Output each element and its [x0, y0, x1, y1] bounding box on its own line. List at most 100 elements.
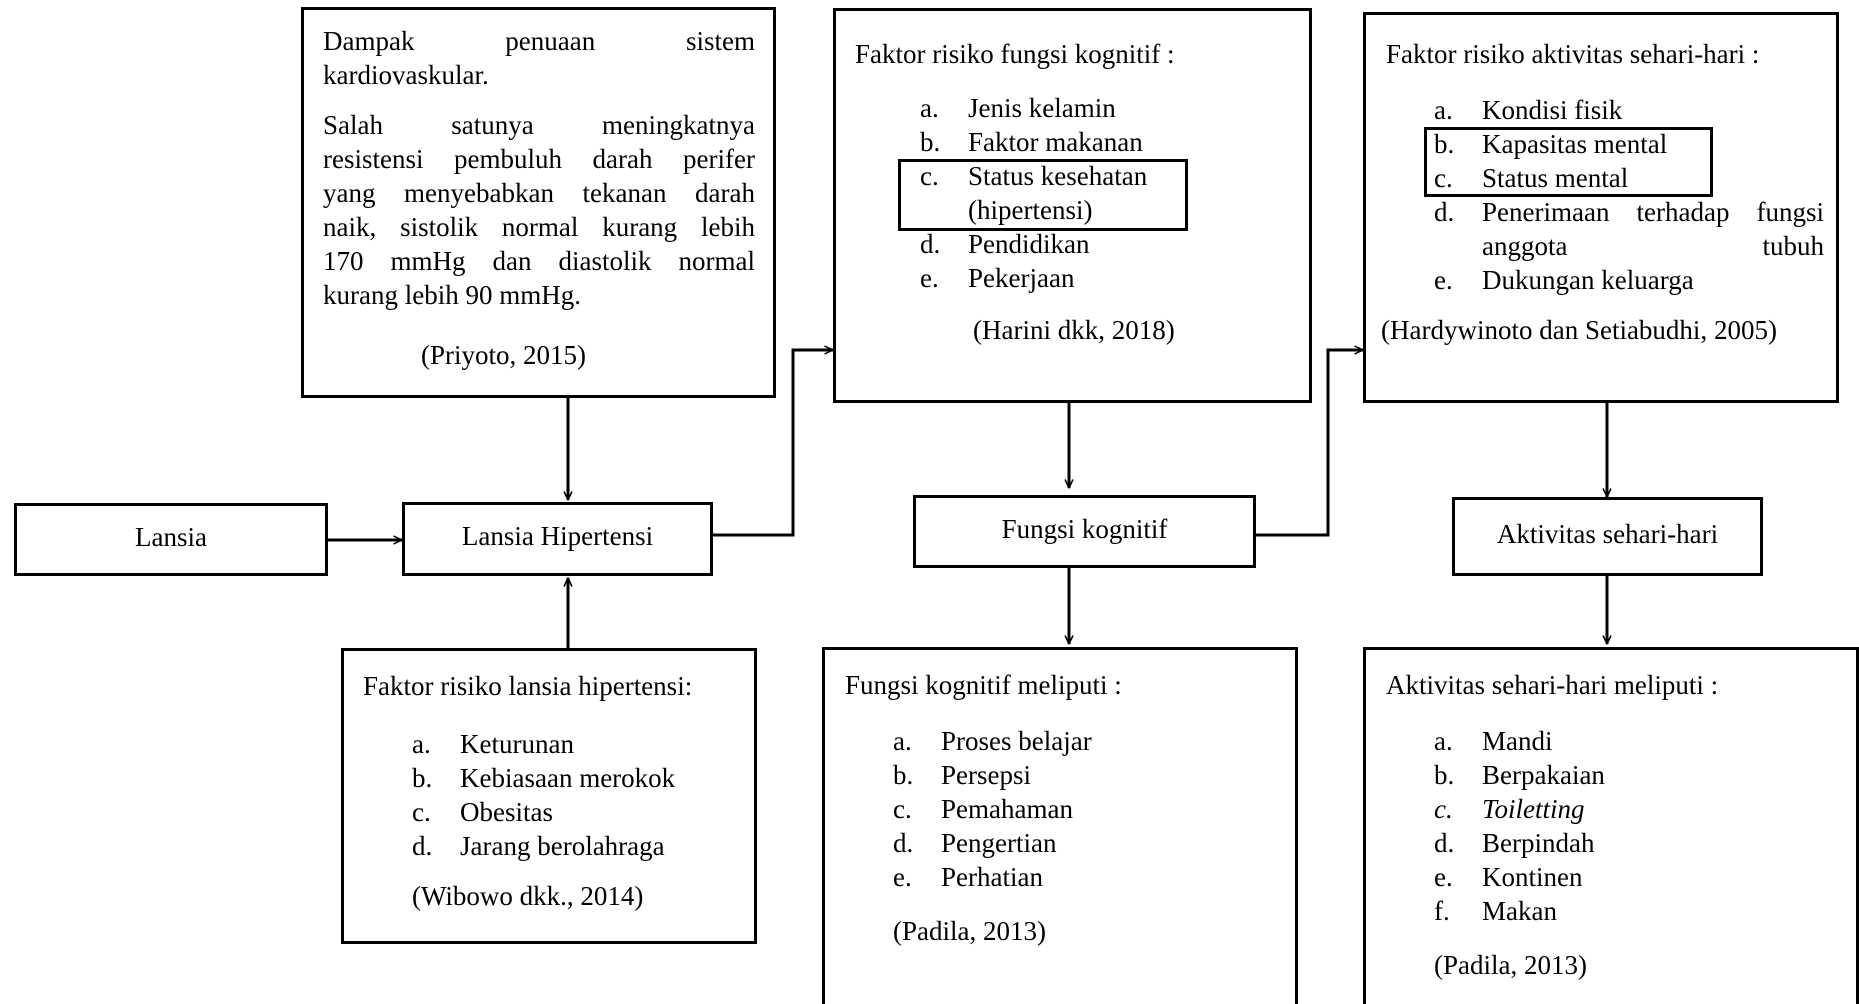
dampak-line-1: Dampak penuaan sistem [323, 24, 755, 58]
list-item: e. Pekerjaan [920, 261, 1210, 295]
dampak-word: tekanan [582, 178, 667, 208]
lansia-label: Lansia [135, 521, 207, 552]
list-item: b. Persepsi [893, 758, 1295, 792]
dampak-word: meningkatnya [602, 110, 755, 140]
aktivitas-meliputi-citation: (Padila, 2013) [1434, 950, 1587, 980]
list-text: Dukungan keluarga [1482, 265, 1694, 295]
dampak-word: pembuluh [454, 144, 563, 174]
list-item: d. Penerimaan terhadap fungsi anggota tub… [1434, 195, 1824, 263]
faktor-aktivitas-list: a.Kondisi fisik b.Kapasitas mental c.Sta… [1386, 93, 1824, 297]
faktor-kognitif-box: Faktor risiko fungsi kognitif : a.Jenis … [833, 8, 1312, 403]
list-marker: e. [893, 862, 912, 892]
list-text: Pekerjaan [968, 263, 1075, 293]
list-marker: a. [1434, 726, 1453, 756]
list-item: b.Kapasitas mental [1434, 127, 1824, 161]
dampak-penuaan-box: Dampak penuaan sistem kardiovaskular. Sa… [301, 7, 776, 398]
faktor-kognitif-citation: (Harini dkk, 2018) [973, 315, 1175, 345]
fungsi-kognitif-box: Fungsi kognitif [913, 495, 1256, 568]
list-marker: d. [1434, 197, 1455, 227]
list-item: d. Berpindah [1434, 826, 1856, 860]
list-text: Kondisi fisik [1482, 95, 1623, 125]
list-marker: b. [1434, 129, 1455, 159]
faktor-hipertensi-box: Faktor risiko lansia hipertensi: a.Ketur… [341, 648, 757, 944]
list-item: f. Makan [1434, 894, 1856, 928]
faktor-hipertensi-heading: Faktor risiko lansia hipertensi: [363, 671, 693, 701]
aktivitas-box: Aktivitas sehari-hari [1452, 497, 1763, 576]
list-text: Status kesehatan (hipertensi) [968, 161, 1148, 225]
list-text: Obesitas [460, 797, 553, 827]
dampak-word: lebih [701, 212, 755, 242]
list-item: c.Pemahaman [893, 792, 1295, 826]
list-text: Kebiasaan merokok [460, 763, 676, 793]
list-text: Persepsi [941, 760, 1031, 790]
list-item: c.Obesitas [412, 795, 754, 829]
dampak-word: darah [695, 178, 755, 208]
list-text: Penerimaan terhadap fungsi anggota tubuh [1482, 197, 1824, 261]
faktor-kognitif-heading: Faktor risiko fungsi kognitif : [855, 39, 1175, 69]
list-text: Kontinen [1482, 862, 1583, 892]
list-text: Berpindah [1482, 828, 1595, 858]
aktivitas-meliputi-list: a. Mandi b.Berpakaian c. Toiletting d. Berp… [1386, 724, 1856, 928]
kognitif-meliputi-citation: (Padila, 2013) [893, 916, 1046, 946]
dampak-word: 170 [323, 246, 364, 276]
dampak-word: diastolik [558, 246, 652, 276]
aktivitas-meliputi-box: Aktivitas sehari-hari meliputi : a.Mandi… [1363, 647, 1859, 1004]
highlight-kapasitas-status-mental [1424, 127, 1713, 197]
faktor-hipertensi-citation: (Wibowo dkk., 2014) [412, 881, 644, 911]
dampak-word: sistolik [400, 212, 479, 242]
lansia-hipertensi-box: Lansia Hipertensi [402, 502, 713, 576]
list-item: c.Status kesehatan (hipertensi) [920, 159, 1210, 227]
dampak-word: satunya [451, 110, 534, 140]
list-marker: b. [893, 760, 914, 790]
list-marker: e. [1434, 265, 1453, 295]
list-item: c. Toiletting [1434, 792, 1856, 826]
list-marker: d. [1434, 828, 1455, 858]
dampak-word: resistensi [323, 144, 424, 174]
list-item: b. Kebiasaan merokok [412, 761, 754, 795]
list-item: b. Faktor makanan [920, 125, 1210, 159]
dampak-para-line: naik, sistolik normal kurang lebih [323, 210, 755, 244]
list-item: e.Kontinen [1434, 860, 1856, 894]
list-marker: f. [1434, 896, 1450, 926]
list-item: e. Dukungan keluarga [1434, 263, 1824, 297]
list-marker: c. [893, 794, 912, 824]
list-text: Toiletting [1482, 794, 1585, 824]
list-marker: c. [1434, 794, 1453, 824]
list-text: Pengertian [941, 828, 1057, 858]
list-marker: b. [920, 127, 941, 157]
lansia-hipertensi-label: Lansia Hipertensi [461, 521, 654, 551]
kognitif-meliputi-list: a.Proses belajar b.Persepsi c.Pemahaman … [845, 724, 1295, 894]
list-item: a. Mandi [1434, 724, 1856, 758]
list-marker: d. [920, 229, 941, 259]
dampak-line-2: kardiovaskular. [323, 60, 489, 90]
kognitif-meliputi-heading: Fungsi kognitif meliputi : [845, 670, 1122, 700]
list-marker: b. [1434, 760, 1455, 790]
list-item: a.Keturunan [412, 727, 754, 761]
fungsi-kognitif-label: Fungsi kognitif [1001, 513, 1168, 544]
list-text: Status mental [1482, 163, 1629, 193]
dampak-word: kurang [602, 212, 678, 242]
highlight-status-kesehatan [898, 159, 1188, 231]
list-text: Mandi [1482, 726, 1553, 756]
dampak-word: normal [678, 246, 755, 276]
dampak-word: perifer [683, 144, 755, 174]
list-text: Jenis kelamin [968, 93, 1116, 123]
dampak-para-line: resistensi pembuluh darah perifer [323, 142, 755, 176]
lansia-box: Lansia [14, 503, 328, 576]
list-text: Makan [1482, 896, 1557, 926]
list-text: Keturunan [460, 729, 574, 759]
faktor-hipertensi-list: a.Keturunan b. Kebiasaan merokok c.Obesit… [363, 727, 754, 863]
list-marker: a. [1434, 95, 1453, 125]
list-text: Faktor makanan [968, 127, 1143, 157]
dampak-citation: (Priyoto, 2015) [421, 340, 586, 370]
dampak-word: Dampak [323, 26, 415, 56]
list-item: d.Pengertian [893, 826, 1295, 860]
list-item: b.Berpakaian [1434, 758, 1856, 792]
list-marker: a. [893, 726, 912, 756]
list-marker: b. [412, 763, 433, 793]
list-item: d.Jarang berolahraga [412, 829, 754, 863]
list-marker: e. [920, 263, 939, 293]
list-text: Proses belajar [941, 726, 1092, 756]
dampak-para-line: yang menyebabkan tekanan darah [323, 176, 755, 210]
